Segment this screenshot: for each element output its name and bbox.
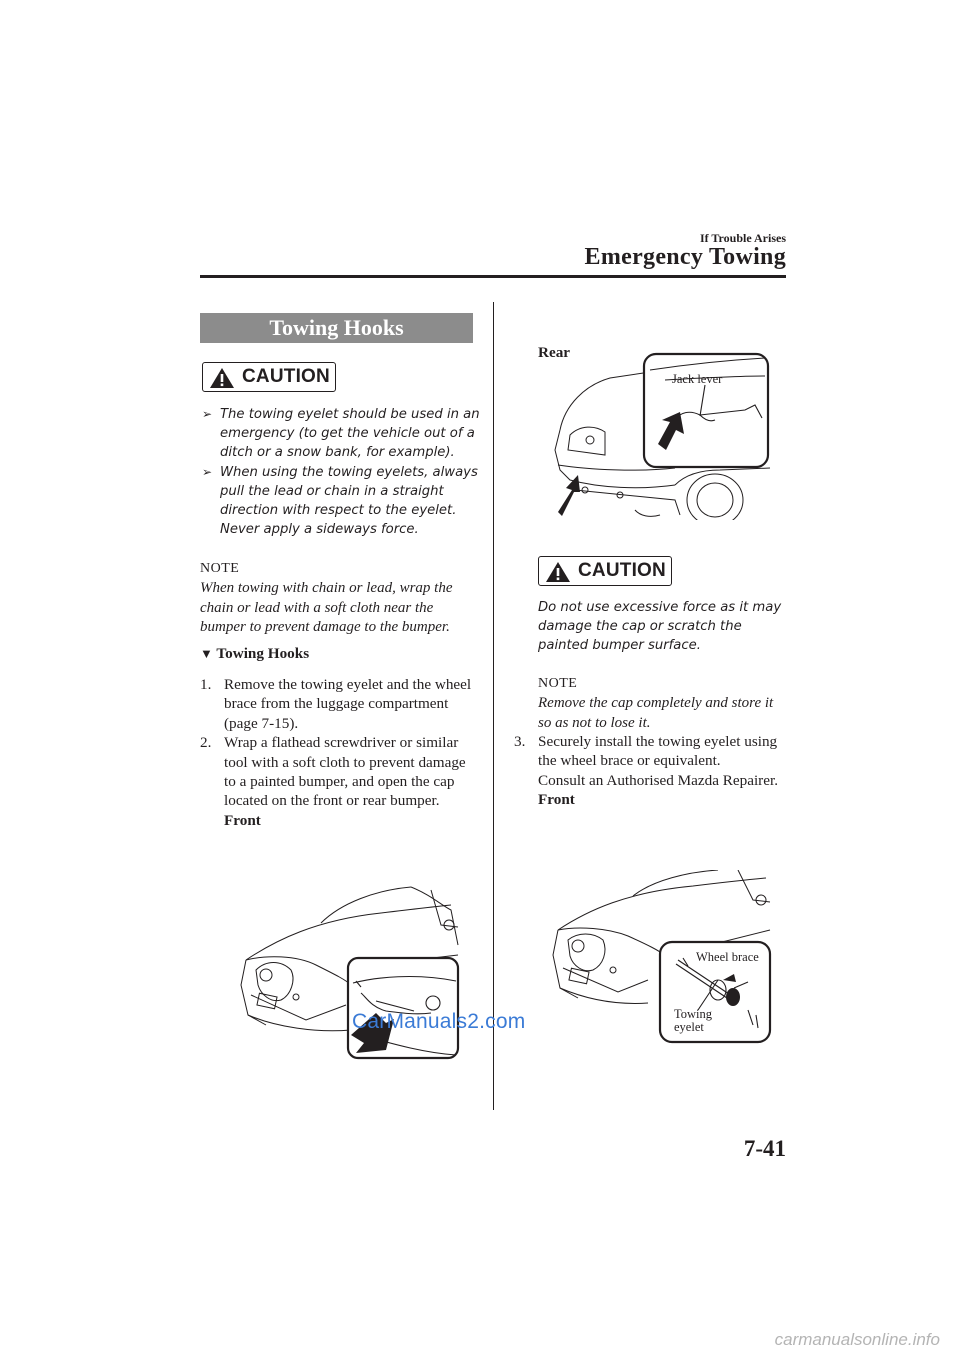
front-eyelet-figure: Wheel brace Towing eyelet <box>548 869 773 1050</box>
wheel-brace-label: Wheel brace <box>696 950 759 964</box>
arrow-bullet-icon: ➢ <box>202 407 213 421</box>
note-text: Remove the cap completely and store it s… <box>538 695 774 731</box>
steps-list: 1. Remove the towing eyelet and the whee… <box>200 675 472 830</box>
column-divider <box>493 302 494 1110</box>
caution-item: ➢ The towing eyelet should be used in an… <box>202 407 480 461</box>
header-rule <box>200 275 786 278</box>
step-item: 1. Remove the towing eyelet and the whee… <box>200 676 472 732</box>
note-heading: NOTE <box>538 676 578 691</box>
subheading: ▼ Towing Hooks <box>200 645 310 662</box>
section-title-bar: Towing Hooks <box>200 313 473 343</box>
step-item: 3. Securely install the towing eyelet us… <box>514 733 778 770</box>
step-item: 2. Wrap a flathead screwdriver or simila… <box>200 734 466 810</box>
front-label: Front <box>224 811 261 829</box>
caution-badge: CAUTION <box>202 362 336 392</box>
rear-label: Rear <box>538 344 571 361</box>
warning-icon <box>546 562 570 582</box>
caution-list: ➢ The towing eyelet should be used in an… <box>202 405 482 539</box>
footer-site-text: carmanualsonline.info <box>774 1330 940 1349</box>
caution-item: ➢ When using the towing eyelets, always … <box>202 464 478 538</box>
towing-eyelet-label: Towing eyelet <box>674 1007 713 1034</box>
caution-label: CAUTION <box>242 366 330 387</box>
jack-lever-label: Jack lever <box>672 372 723 386</box>
arrow-bullet-icon: ➢ <box>202 464 213 479</box>
note-text: When towing with chain or lead, wrap the… <box>200 580 453 635</box>
watermark-text: CarManuals2.com <box>352 1010 526 1033</box>
chapter-title: Emergency Towing <box>584 244 786 270</box>
page-number: 7-41 <box>743 1136 786 1161</box>
caution-text: Do not use excessive force as it may dam… <box>538 600 782 654</box>
step-consult: Consult an Authorised Mazda Repairer. <box>538 771 778 789</box>
rear-bumper-figure: Jack lever <box>540 350 772 527</box>
steps-list: 3. Securely install the towing eyelet us… <box>514 732 790 810</box>
front-label: Front <box>538 791 575 809</box>
section-label: If Trouble Arises <box>699 231 786 245</box>
triangle-down-icon: ▼ <box>200 646 213 661</box>
caution-badge: CAUTION <box>538 556 672 586</box>
front-bumper-figure <box>236 885 461 1065</box>
note-heading: NOTE <box>200 561 240 576</box>
warning-icon <box>210 368 234 388</box>
caution-label: CAUTION <box>578 560 666 581</box>
